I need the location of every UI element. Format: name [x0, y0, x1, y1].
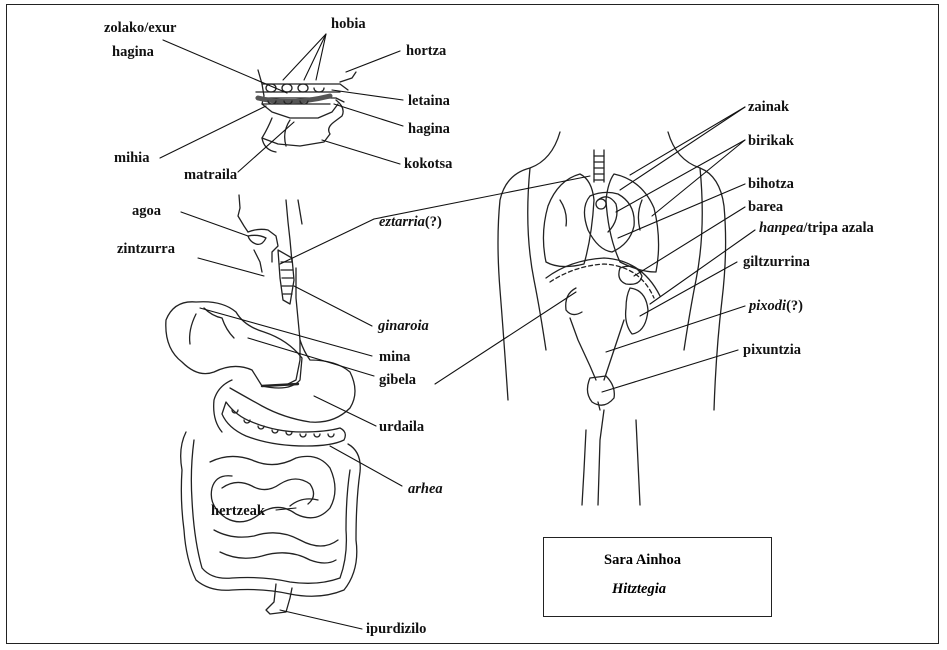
label-bihotza: bihotza [748, 176, 794, 192]
label-gibela: gibela [379, 372, 416, 388]
label-ipurdizilo: ipurdizilo [366, 621, 426, 637]
digestive-drawing [166, 302, 360, 614]
label-urdaila: urdaila [379, 419, 424, 435]
label-hagina-left: hagina [112, 44, 154, 60]
label-eztarria-text: eztarria [379, 214, 425, 230]
label-mihia: mihia [114, 150, 149, 166]
label-hanpea: hanpea/tripa azala [759, 220, 874, 236]
label-barea: barea [748, 199, 783, 215]
label-eztarria-suffix: (?) [425, 214, 442, 230]
label-hobia: hobia [331, 16, 366, 32]
label-pixuntzia: pixuntzia [743, 342, 801, 358]
label-ginaroia: ginaroia [378, 318, 429, 334]
label-eztarria: eztarria(?) [379, 214, 442, 230]
label-pixodi-suffix: (?) [786, 298, 803, 314]
credit-title: Hitztegia [612, 581, 666, 598]
label-kokotsa: kokotsa [404, 156, 452, 172]
mouth-drawing [256, 70, 356, 152]
label-tripa-azala: /tripa azala [803, 220, 873, 236]
label-hagina-right: hagina [408, 121, 450, 137]
label-arhea: arhea [408, 481, 443, 497]
label-hortza: hortza [406, 43, 446, 59]
label-mina: mina [379, 349, 410, 365]
label-matraila: matraila [184, 167, 237, 183]
label-hanpea-text: hanpea [759, 220, 803, 236]
credit-name: Sara Ainhoa [604, 552, 681, 569]
label-zolako-exur: zolako/exur [104, 20, 177, 36]
label-letaina: letaina [408, 93, 450, 109]
label-pixodi-text: pixodi [749, 298, 786, 314]
label-zainak: zainak [748, 99, 789, 115]
head-neck-drawing [238, 195, 302, 384]
label-zintzurra: zintzurra [117, 241, 175, 257]
label-giltzurrina: giltzurrina [743, 254, 810, 270]
credit-box: Sara Ainhoa Hitztegia [543, 537, 772, 617]
label-birikak: birikak [748, 133, 794, 149]
label-hertzeak: hertzeak [211, 503, 265, 519]
label-agoa: agoa [132, 203, 161, 219]
label-pixodi: pixodi(?) [749, 298, 803, 314]
